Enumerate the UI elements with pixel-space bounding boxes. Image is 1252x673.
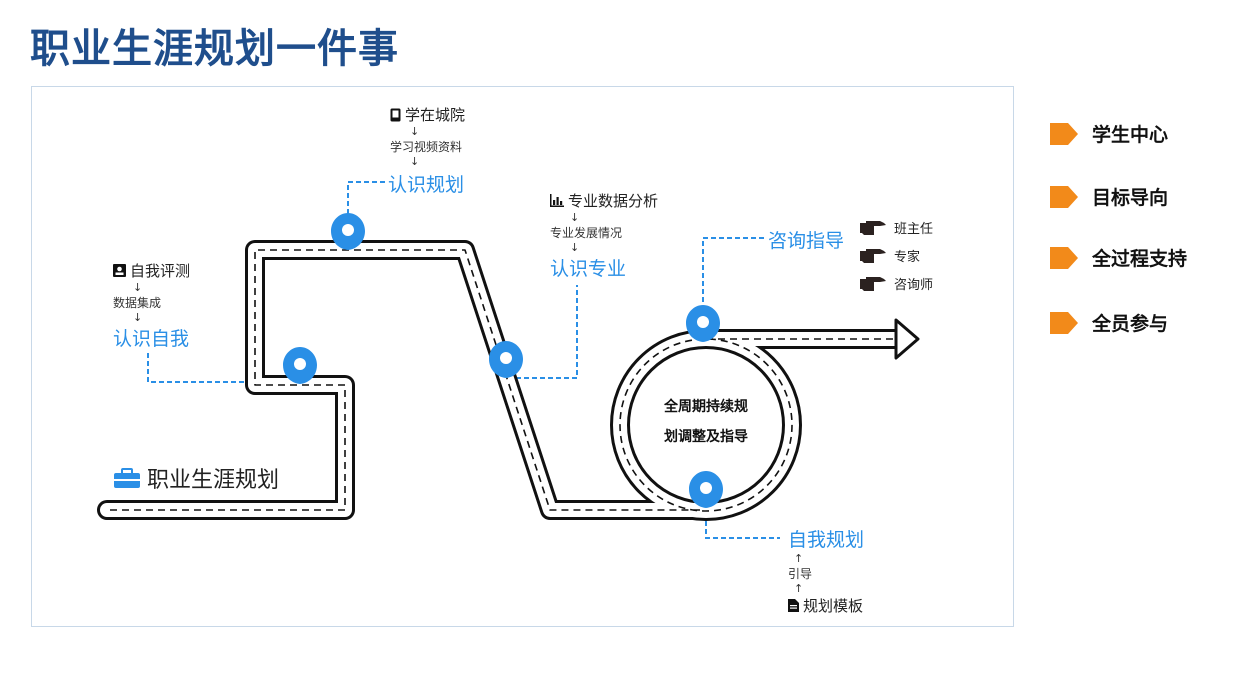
map-pin-icon: [331, 213, 365, 250]
stage3-title: 专业数据分析: [568, 192, 659, 210]
stage4-label: 咨询指导: [768, 230, 845, 252]
legend-label: 全过程支持: [1092, 248, 1188, 270]
stage5-label: 自我规划: [788, 529, 865, 551]
start-label: 职业生涯规划: [113, 462, 279, 494]
role-item: 班主任: [860, 218, 933, 237]
stage1-title: 自我评测: [130, 262, 191, 280]
pentagon-tag-icon: [1050, 122, 1078, 145]
phone-icon: [390, 108, 401, 121]
roles-list: 班主任 专家 咨询师: [860, 218, 933, 293]
center-line-2: 划调整及指导: [664, 429, 748, 445]
stage2-title: 学在城院: [405, 106, 466, 124]
down-arrow: ↓: [570, 241, 580, 254]
map-pin-icon: [283, 347, 317, 384]
up-arrow: ↑: [794, 552, 804, 565]
legend-item: 全员参与: [1050, 309, 1168, 336]
stage-major: 专业数据分析 ↓ 专业发展情况 ↓ 认识专业: [550, 190, 658, 281]
bar-chart-icon: [550, 194, 564, 207]
document-icon: [788, 599, 799, 612]
role-item: 咨询师: [860, 274, 933, 293]
id-card-icon: [113, 264, 126, 277]
role-label: 专家: [894, 250, 921, 265]
map-pin-icon: [689, 471, 723, 508]
down-arrow: ↓: [133, 281, 143, 294]
stage1-label: 认识自我: [113, 328, 190, 350]
down-arrow: ↓: [570, 211, 580, 224]
up-arrow: ↑: [794, 582, 804, 595]
pointing-hand-icon: [860, 220, 886, 235]
pentagon-tag-icon: [1050, 246, 1078, 269]
stage-learning: 学在城院 ↓ 学习视频资料 ↓: [390, 104, 465, 168]
legend-label: 目标导向: [1092, 187, 1169, 209]
stage5-title: 规划模板: [803, 597, 864, 615]
stage2-label: 认识规划: [388, 174, 465, 196]
start-label-text: 职业生涯规划: [147, 468, 280, 493]
legend-item: 学生中心: [1050, 120, 1168, 147]
legend-label: 全员参与: [1092, 313, 1169, 335]
pointing-hand-icon: [860, 276, 886, 291]
role-label: 咨询师: [894, 278, 934, 293]
stage1-sub: 数据集成: [113, 296, 162, 310]
stage3-sub: 专业发展情况: [550, 226, 623, 240]
dashed-connectors: [147, 181, 780, 539]
stage5-sub: 引导: [788, 567, 813, 581]
stage3-label: 认识专业: [550, 258, 627, 280]
stage-self-planning: 自我规划 ↑ 引导 ↑ 规划模板: [788, 525, 864, 616]
down-arrow: ↓: [133, 311, 143, 324]
stage-self-assessment: 自我评测 ↓ 数据集成 ↓ 认识自我: [113, 260, 190, 351]
page-title: 职业生涯规划一件事: [30, 26, 399, 72]
role-label: 班主任: [894, 222, 934, 237]
down-arrow: ↓: [410, 155, 420, 168]
pentagon-tag-icon: [1050, 185, 1078, 208]
pointing-hand-icon: [860, 248, 886, 263]
legend-label: 学生中心: [1092, 124, 1169, 146]
map-pin-icon: [489, 341, 523, 378]
center-loop-text: 全周期持续规 划调整及指导: [636, 392, 776, 452]
briefcase-icon: [114, 468, 140, 488]
pentagon-tag-icon: [1050, 311, 1078, 334]
legend-item: 全过程支持: [1050, 244, 1187, 271]
stage2-sub: 学习视频资料: [390, 140, 463, 154]
role-item: 专家: [860, 246, 933, 265]
legend-item: 目标导向: [1050, 183, 1168, 210]
down-arrow: ↓: [410, 125, 420, 138]
map-pin-icon: [686, 305, 720, 342]
center-line-1: 全周期持续规: [664, 399, 748, 415]
